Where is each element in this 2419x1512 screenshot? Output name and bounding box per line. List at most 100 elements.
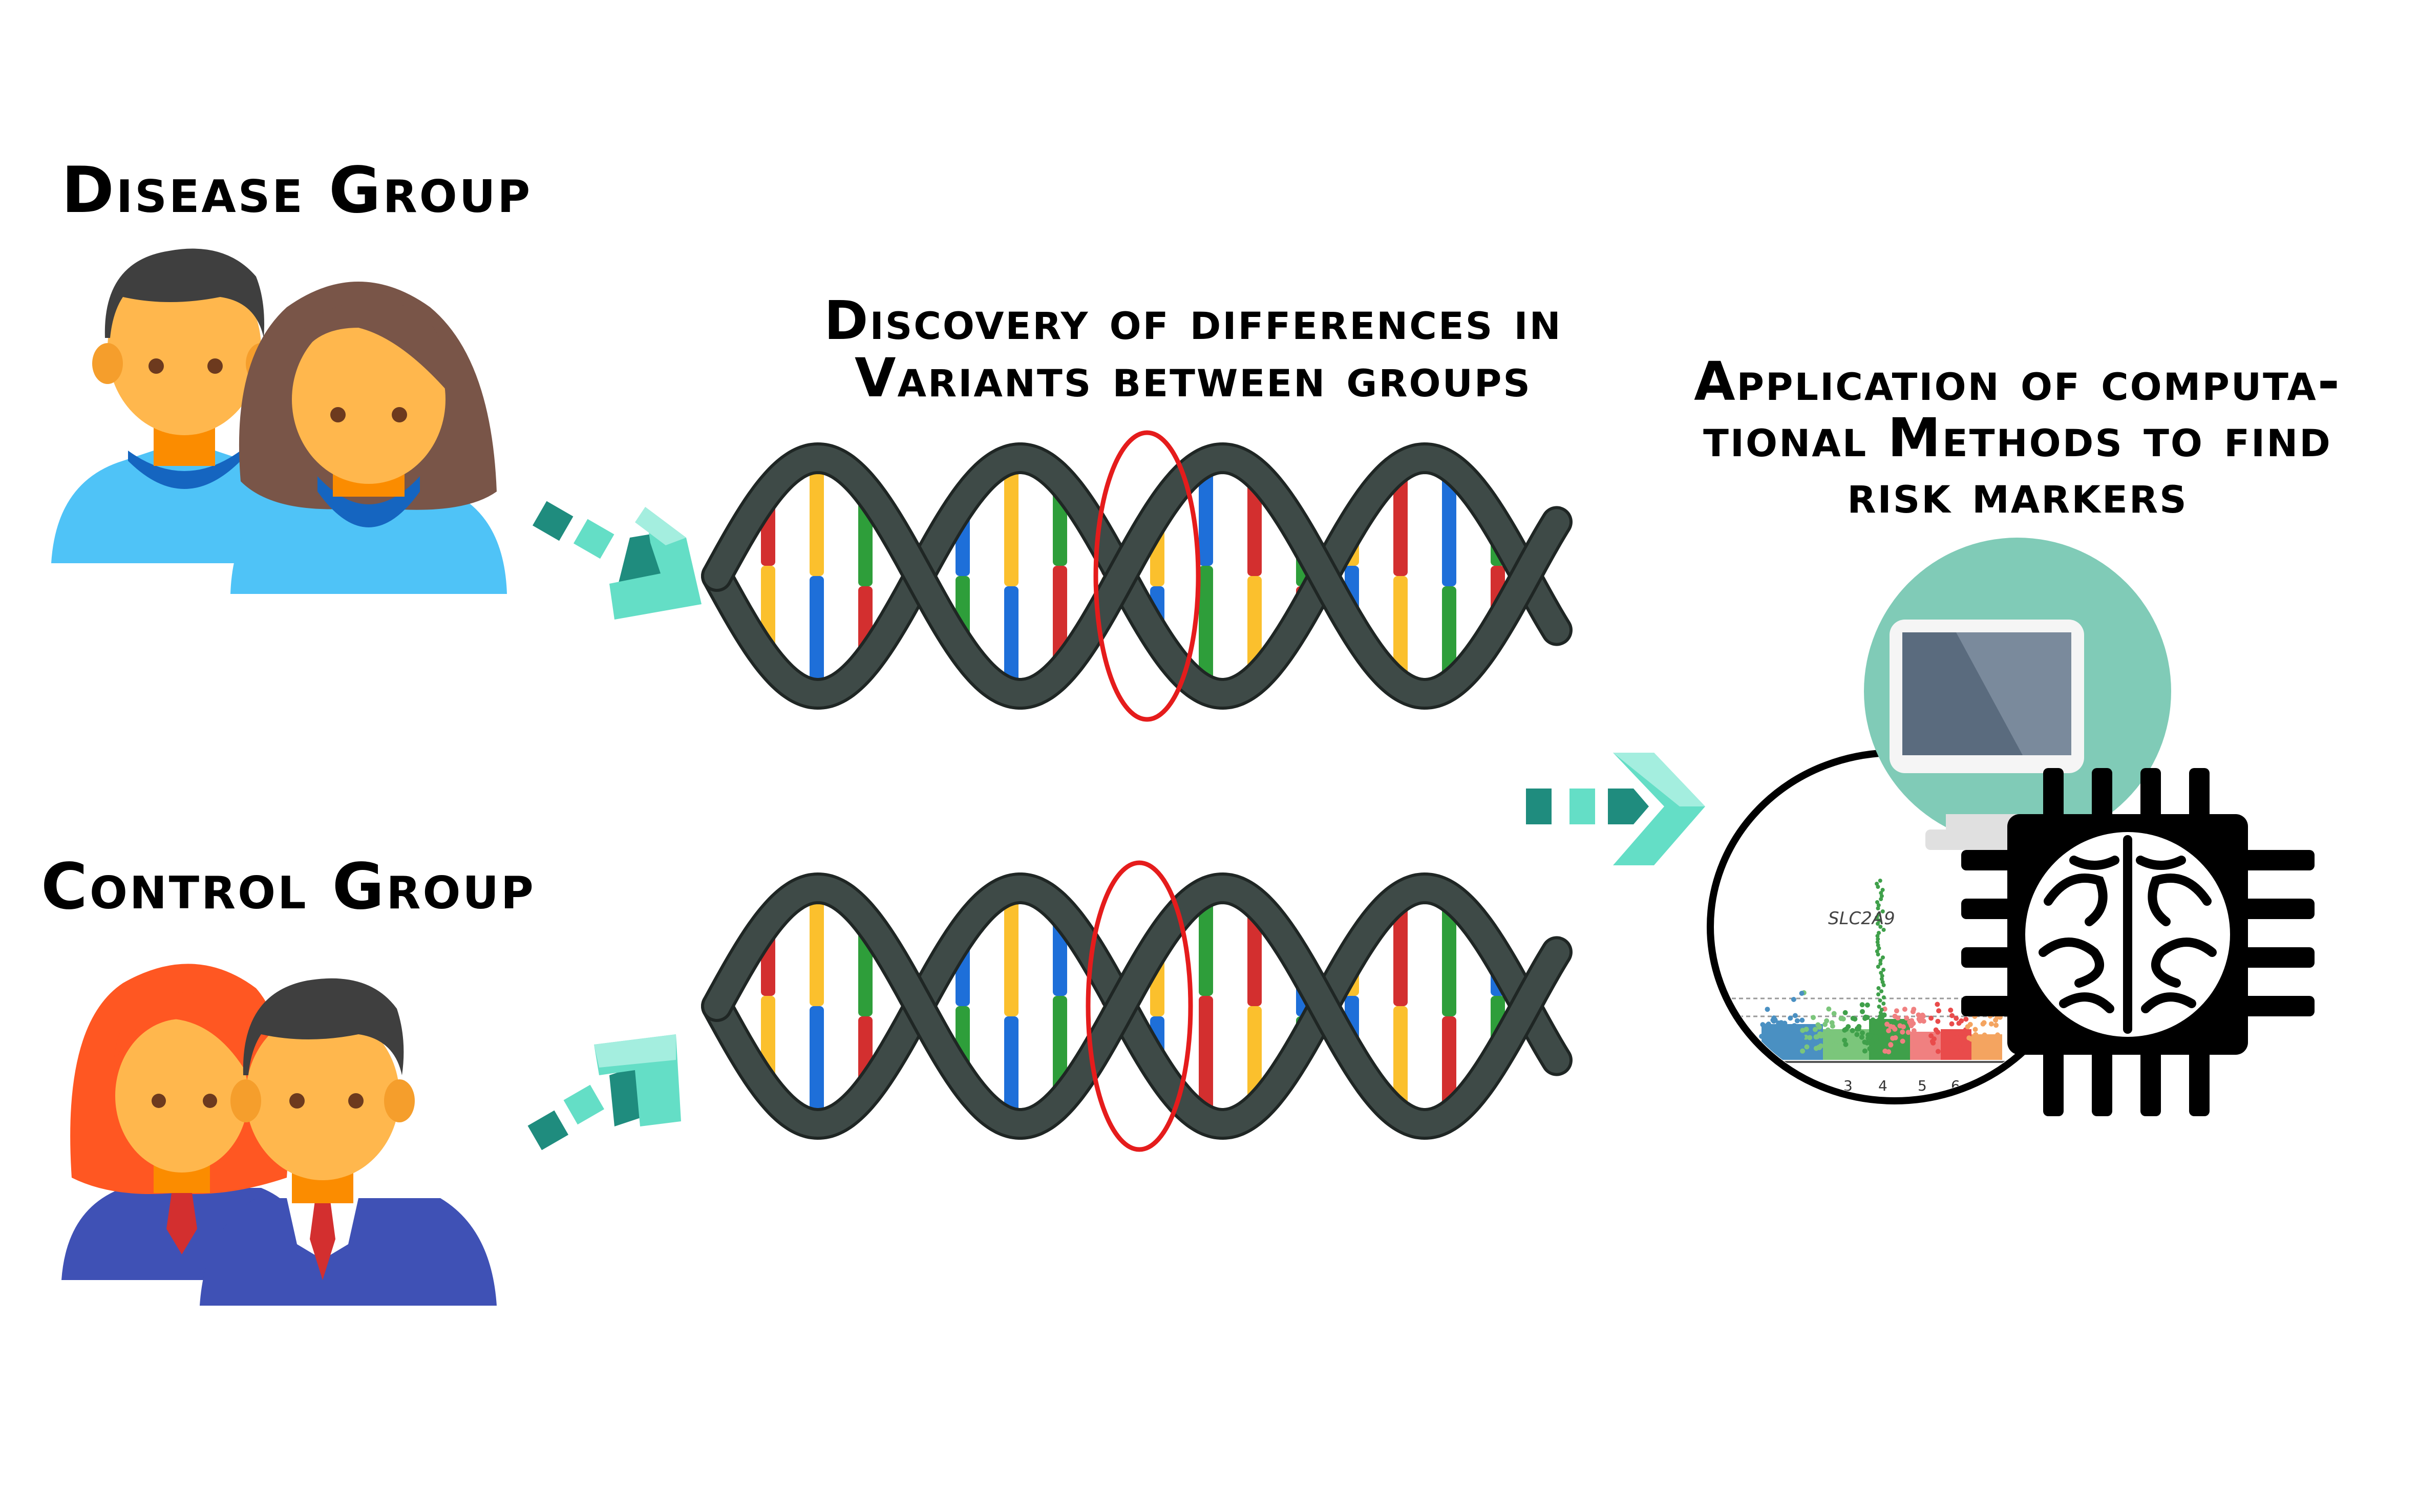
plot-point (1842, 1037, 1848, 1043)
computation-title-line: Application of computa- (1694, 350, 2341, 413)
base-segment (1393, 897, 1408, 1006)
helix-backbone (704, 445, 1569, 707)
plot-point (1875, 940, 1880, 944)
plot-point (1978, 1042, 1983, 1048)
brain-chip-icon (1961, 768, 2315, 1116)
plot-point (1862, 1016, 1868, 1021)
plot-point (1949, 1013, 1955, 1018)
chip-pin (1961, 850, 2018, 870)
plot-point (1993, 1023, 1999, 1028)
chip-pin (2238, 947, 2315, 968)
plot-point (1877, 931, 1881, 935)
plot-point (1900, 1038, 1905, 1044)
plot-point (1777, 1048, 1783, 1053)
discovery-title-line: Variants between groups (855, 347, 1532, 409)
plot-point (1918, 1041, 1923, 1047)
plot-point (1874, 1048, 1879, 1054)
plot-point (1852, 1016, 1858, 1022)
plot-point (1879, 971, 1883, 975)
plot-point (1991, 1038, 1997, 1044)
plot-point (1881, 955, 1885, 960)
plot-point (1936, 1008, 1942, 1014)
variant-highlight-ellipse (1086, 860, 1193, 1152)
chip-pin (2189, 1045, 2210, 1116)
plot-point (1865, 1035, 1871, 1041)
plot-point (1910, 1009, 1916, 1014)
plot-point (1769, 1041, 1775, 1047)
plot-point (1949, 1021, 1955, 1027)
plot-point (1877, 919, 1881, 923)
plot-point (1888, 1024, 1894, 1029)
plot-point (1845, 1024, 1851, 1030)
plot-point (1876, 912, 1881, 917)
plot-point (1760, 1022, 1766, 1028)
chip-pin (2238, 899, 2315, 919)
plot-point (1842, 1010, 1848, 1015)
plot-point (1981, 1020, 1987, 1026)
gene-label: SLC2A9 (1828, 908, 1895, 929)
plot-point (1928, 1033, 1934, 1038)
plot-point (1933, 1027, 1939, 1033)
chip-pin (2238, 850, 2315, 870)
plot-point (1994, 1051, 2000, 1056)
computation-title-line: tional Methods to find (1703, 407, 2332, 469)
computer-monitor-icon (1864, 538, 2171, 850)
plot-point (1824, 1018, 1830, 1024)
helix-backbone-outline (701, 872, 1573, 1140)
plot-point (1879, 894, 1884, 898)
plot-point (1811, 1015, 1816, 1020)
plot-point (1905, 1030, 1911, 1035)
plot-point (1870, 1048, 1875, 1053)
plot-point (1800, 1028, 1806, 1033)
helix-backbone (704, 445, 1569, 707)
base-segment (810, 888, 824, 1006)
plot-point (1812, 1027, 1818, 1032)
plot-point (1877, 946, 1881, 950)
plot-point (1878, 925, 1883, 929)
plot-point (1888, 1042, 1894, 1048)
chip-pin (2189, 768, 2210, 824)
plot-point (1881, 968, 1886, 972)
plot-point (1799, 991, 1805, 996)
plot-point (1892, 1027, 1898, 1032)
plot-point (1824, 1048, 1830, 1054)
plot-point (1869, 1039, 1875, 1045)
plot-point (1959, 1037, 1964, 1042)
plot-point (1948, 1007, 1954, 1013)
plot-point (1815, 1022, 1821, 1028)
plot-point (1843, 1041, 1849, 1047)
plot-point (1800, 1048, 1806, 1054)
control-group-people-icon (61, 964, 497, 1306)
plot-point (1880, 888, 1885, 892)
plot-point (1826, 1006, 1832, 1012)
plot-point (1881, 928, 1886, 932)
plot-point (1814, 1034, 1820, 1039)
plot-point (1765, 1023, 1770, 1028)
plot-point (1876, 906, 1880, 910)
plot-point (1973, 1032, 1979, 1037)
plot-point (1830, 1024, 1835, 1029)
base-segment (1004, 889, 1018, 1016)
plot-point (1762, 1028, 1767, 1033)
computation-title-line: risk markers (1847, 463, 2188, 525)
plot-point (1875, 882, 1879, 886)
helix-backbone (704, 875, 1569, 1137)
plot-point (1884, 1021, 1890, 1027)
helix-backbone-outline (701, 442, 1573, 710)
chip-pin (2238, 996, 2315, 1016)
base-segment (1442, 466, 1456, 586)
base-segment (1004, 459, 1018, 586)
plot-point (1875, 934, 1880, 938)
plot-point (1864, 1002, 1870, 1008)
chip-pin (2140, 768, 2161, 824)
plot-point (1854, 1032, 1860, 1037)
plot-point (1789, 1041, 1795, 1047)
plot-point (1772, 1017, 1778, 1023)
plot-point (1877, 1005, 1881, 1009)
plot-point (1878, 959, 1883, 963)
plot-point (1880, 909, 1885, 913)
discovery-title-line: Discovery of differences in (824, 289, 1562, 352)
plot-point (1759, 1034, 1765, 1039)
plot-point (1882, 1048, 1888, 1054)
arrow-icon (527, 1034, 681, 1151)
